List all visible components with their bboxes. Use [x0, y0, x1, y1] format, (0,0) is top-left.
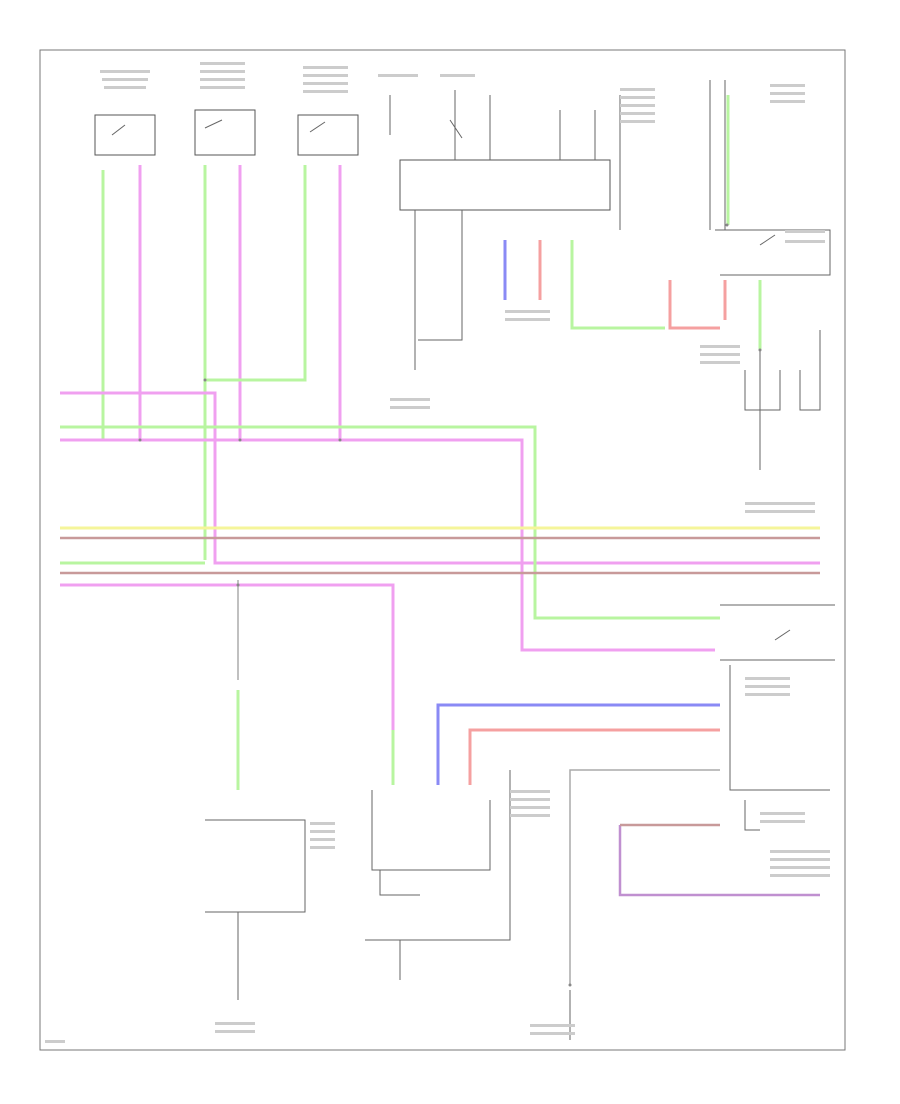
center-module [389, 90, 621, 230]
wire-violet [618, 825, 820, 897]
connector-dots [138, 223, 762, 987]
bus-pink-1 [60, 391, 820, 565]
bus-pink-2 [60, 438, 715, 652]
center-module-contact [449, 119, 463, 139]
switch-contacts [111, 119, 326, 136]
right-relay-leads [709, 80, 726, 230]
lower-center-leads [365, 770, 511, 941]
switch-group-left [94, 109, 359, 156]
wire-center-2 [418, 210, 463, 341]
bus-green-1 [60, 425, 720, 620]
diagram-frame [39, 49, 846, 1051]
wire-gray-mid [569, 769, 720, 985]
switch-3-box [297, 114, 359, 156]
right-connector-box [729, 665, 830, 791]
wire-green-top [570, 240, 665, 330]
lower-left-switch-box [205, 819, 306, 913]
wire-red-top-2 [668, 280, 720, 330]
center-module-box [399, 159, 611, 211]
lower-right-switch-box [720, 604, 835, 661]
wire-green-sw3 [205, 165, 307, 382]
label-marks [45, 62, 830, 1043]
lower-center-switch-box [371, 790, 491, 871]
right-relay-contact [759, 234, 776, 246]
bus-pink-3 [60, 583, 395, 785]
switch-2-box [194, 109, 256, 156]
center-module-leads [389, 90, 621, 230]
right-relay-box [715, 229, 831, 276]
lower-right-switch-contact [774, 629, 791, 641]
switch-1-box [94, 114, 156, 156]
right-relay [709, 80, 831, 276]
wire-red-mid [468, 728, 720, 785]
sensor-right [744, 330, 821, 470]
wire-blue-mid [436, 703, 720, 785]
right-switch-lower [744, 800, 760, 831]
